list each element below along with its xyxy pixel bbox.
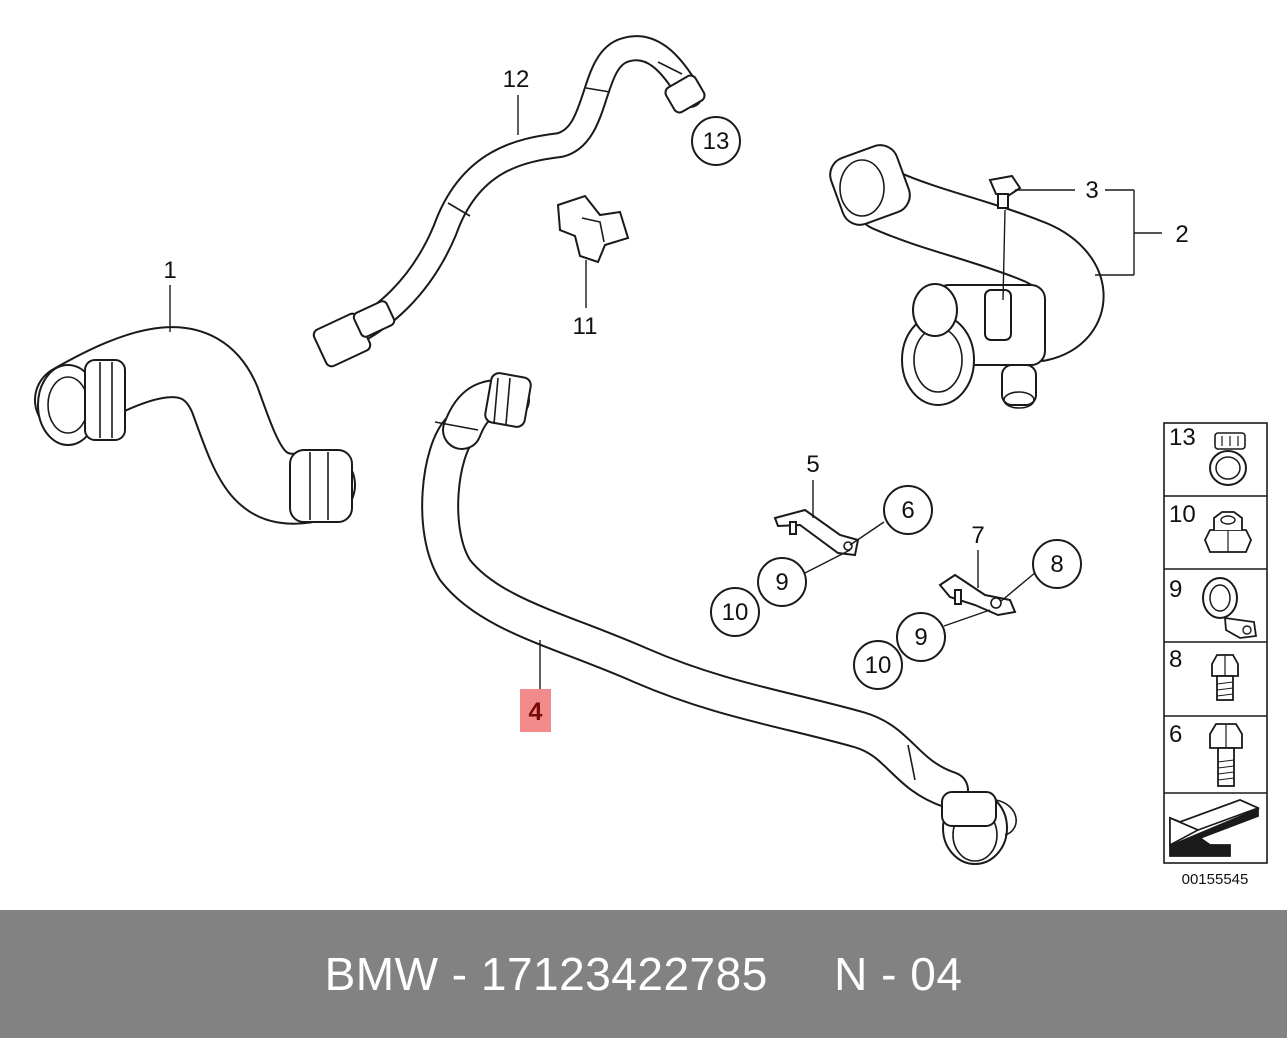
- callout-13: 13: [691, 116, 741, 166]
- bracket-7[interactable]: [938, 573, 1017, 617]
- legend-item-9: 9: [1169, 576, 1258, 639]
- hex-bolt-icon: [1209, 723, 1243, 787]
- callout-8: 8: [1032, 539, 1082, 589]
- svg-text:13: 13: [703, 128, 730, 155]
- svg-text:4: 4: [529, 698, 543, 726]
- callout-9-upper: 9: [757, 557, 807, 607]
- callout-2: 2: [1175, 221, 1188, 248]
- svg-text:13: 13: [1169, 424, 1196, 451]
- svg-text:8: 8: [1050, 551, 1063, 578]
- legend-item-13: 13: [1169, 424, 1247, 486]
- callout-7: 7: [971, 522, 984, 549]
- legend-item-8: 8: [1169, 646, 1239, 701]
- svg-text:10: 10: [1169, 501, 1196, 528]
- hose-4[interactable]: [421, 372, 1017, 865]
- svg-text:9: 9: [914, 624, 927, 651]
- view-direction-arrow-icon: [1169, 799, 1261, 857]
- screw-3[interactable]: [988, 174, 1022, 209]
- hose-2[interactable]: [825, 140, 1105, 409]
- callout-10-upper: 10: [710, 587, 760, 637]
- svg-text:6: 6: [901, 497, 914, 524]
- callout-3: 3: [1085, 177, 1098, 204]
- hose-1[interactable]: [34, 326, 356, 525]
- callout-10-lower: 10: [853, 640, 903, 690]
- callout-5: 5: [806, 451, 819, 478]
- short-bolt-icon: [1211, 654, 1239, 701]
- clip-11[interactable]: [556, 194, 630, 264]
- svg-text:6: 6: [1169, 721, 1182, 748]
- callout-9-lower: 9: [896, 612, 946, 662]
- svg-text:8: 8: [1169, 646, 1182, 673]
- legend-item-6: 6: [1169, 721, 1243, 787]
- footer-bar: BMW - 17123422785 N - 04: [0, 910, 1287, 1038]
- pipe-clip-icon: [1202, 577, 1258, 639]
- hose-clamp-icon: [1209, 432, 1247, 486]
- parts-diagram: 1 12 11 3 2 5 7 13 6 9 10 8 9 10 4: [34, 35, 1268, 888]
- leader-lines: [169, 95, 1162, 690]
- callout-12: 12: [503, 66, 530, 93]
- svg-text:9: 9: [1169, 576, 1182, 603]
- diagram-code: 00155545: [1182, 871, 1249, 888]
- hose-12[interactable]: [312, 35, 707, 368]
- part-number-caption: BMW - 17123422785 N - 04: [324, 948, 963, 1000]
- callout-6: 6: [883, 485, 933, 535]
- svg-text:9: 9: [775, 569, 788, 596]
- bracket-5[interactable]: [773, 508, 860, 557]
- callout-1: 1: [163, 257, 176, 284]
- legend-panel: 13 10 9: [1163, 422, 1268, 864]
- legend-item-10: 10: [1169, 501, 1252, 553]
- svg-text:10: 10: [865, 652, 892, 679]
- hex-nut-icon: [1204, 511, 1252, 553]
- svg-text:10: 10: [722, 599, 749, 626]
- callout-11: 11: [573, 313, 598, 340]
- callout-4-highlight[interactable]: 4: [520, 689, 551, 732]
